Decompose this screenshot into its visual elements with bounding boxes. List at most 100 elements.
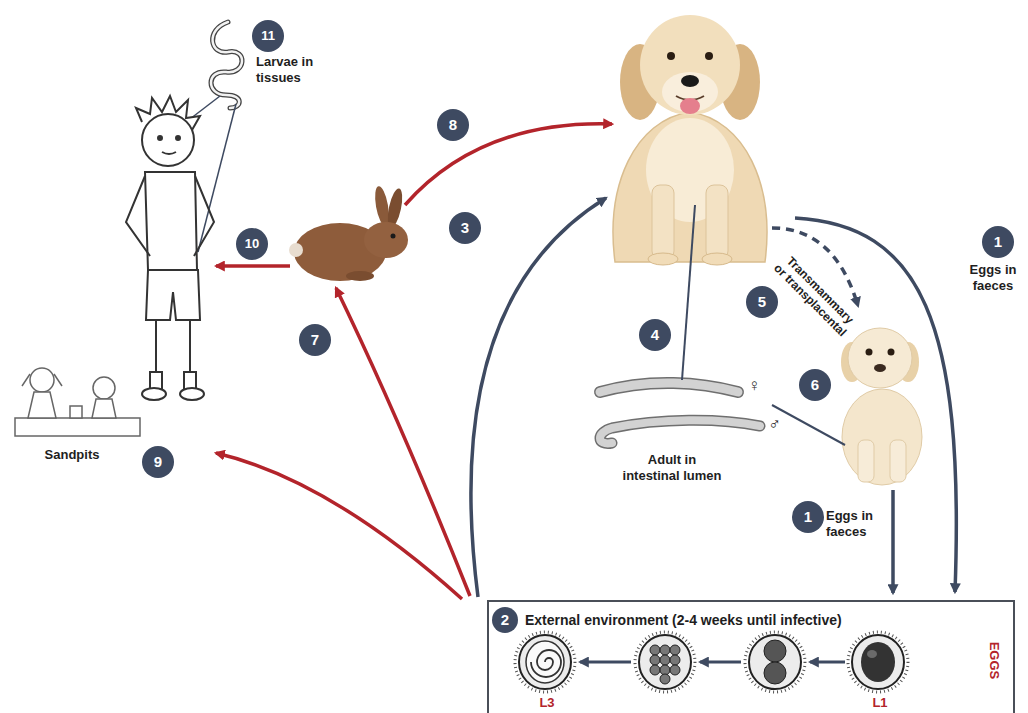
larva-coil <box>190 22 242 252</box>
callout-number: 7 <box>299 324 331 356</box>
egg-stages-part <box>745 632 805 692</box>
egg-stages-part <box>650 645 660 655</box>
egg-stages-part <box>670 655 680 665</box>
sex-symbol: ♀ <box>748 376 761 396</box>
egg-stages-part <box>639 635 691 689</box>
environment-box: 2External environment (2-4 weeks until i… <box>487 600 1015 713</box>
egg-stages-part <box>861 642 895 682</box>
caption-text: Sandpits <box>27 447 117 463</box>
larva-coil-part <box>190 96 220 119</box>
puppy-part <box>888 349 895 356</box>
child-figure <box>126 96 214 400</box>
larva-coil-part <box>211 22 242 108</box>
rabbit-part <box>391 234 396 239</box>
dog-cycle-arrows-part <box>795 218 956 592</box>
rabbit-part <box>289 243 303 257</box>
adult-worms-part <box>600 383 738 392</box>
callout-number: 10 <box>236 228 268 260</box>
adult-worms-part <box>600 420 760 443</box>
larva-coil-part <box>198 104 236 252</box>
adult-dog-part <box>652 185 674 259</box>
callout-number: 6 <box>799 369 831 401</box>
egg-stages-part <box>580 661 631 664</box>
child-figure-part <box>142 388 166 400</box>
callout-number: 3 <box>449 212 481 244</box>
egg-stages-part <box>670 665 680 675</box>
adult-dog-part <box>706 185 728 259</box>
caption-text: Eggs in faeces <box>826 508 890 539</box>
puppy-part <box>842 389 922 485</box>
callout-number: 1 <box>982 226 1014 258</box>
egg-stages-part <box>810 661 845 664</box>
callout-number: 9 <box>142 446 174 478</box>
larval-stage: L1 <box>872 696 887 711</box>
stage-tag: EGGS <box>987 641 1002 679</box>
child-figure-part <box>176 136 180 140</box>
adult-dog-part <box>640 15 740 115</box>
larva-coil-part <box>211 22 242 108</box>
caption-text: Larvae in tissues <box>256 54 328 85</box>
caption-text: Adult in intestinal lumen <box>620 452 724 483</box>
puppy <box>841 328 922 485</box>
egg-stages-part <box>670 645 680 655</box>
leader-lines-part <box>772 405 845 445</box>
egg-stages-part <box>635 632 695 692</box>
dog-cycle-arrows-part <box>891 490 895 593</box>
adult-dog-part <box>702 253 732 265</box>
adult-dog-part <box>667 52 675 60</box>
egg-stages-part <box>515 632 575 692</box>
egg-stages-part <box>764 640 786 662</box>
egg-stages-part <box>700 661 741 664</box>
egg-stages-part <box>531 650 561 677</box>
puppy-part <box>874 364 886 372</box>
rabbit-part <box>346 271 374 281</box>
egg-stages-part <box>650 665 660 675</box>
child-figure-part <box>126 176 150 256</box>
child-figure-part <box>180 388 204 400</box>
sandpit-kids-part <box>30 368 54 392</box>
adult-worms-part <box>600 383 738 392</box>
callout-number: 1 <box>792 501 824 533</box>
adult-dog-part <box>680 98 700 114</box>
egg-stages-part <box>764 662 786 684</box>
caption-text: Transmammary or transplacental <box>769 249 861 341</box>
egg-stages-part <box>519 635 571 689</box>
adult-dog <box>613 15 767 265</box>
sandpit-kids-part <box>22 374 62 386</box>
egg-stages-part <box>526 641 564 683</box>
human-infection-arrows-part <box>405 124 612 205</box>
sandpit-kids-part <box>70 406 82 418</box>
egg-stages-part <box>660 674 670 684</box>
adult-dog-part <box>705 52 713 60</box>
child-figure-part <box>142 114 194 166</box>
puppy-part <box>866 349 873 356</box>
sandpit-kids-part <box>92 399 116 418</box>
leader-lines-part <box>682 205 695 380</box>
sex-symbol: ♂ <box>768 414 781 434</box>
egg-stages-part <box>749 635 801 689</box>
rabbit-part <box>364 222 408 258</box>
callout-number: 11 <box>252 20 284 52</box>
dog-cycle-arrows-part <box>471 198 606 597</box>
human-infection-arrows-part <box>216 453 462 599</box>
child-figure-part <box>146 270 200 320</box>
child-figure-part <box>158 136 162 140</box>
dog-cycle-arrows <box>471 198 956 597</box>
box-heading: External environment (2-4 weeks until in… <box>525 612 842 628</box>
callout-number: 8 <box>437 109 469 141</box>
egg-stages-part <box>867 650 877 658</box>
caption-text: Eggs in faeces <box>961 262 1025 293</box>
rabbit <box>289 185 408 281</box>
leader-lines <box>682 205 845 445</box>
adult-worms-part <box>600 420 760 443</box>
puppy-part <box>848 328 912 388</box>
sandpit-kids-part <box>93 377 115 399</box>
adult-worms <box>600 383 760 443</box>
egg-stages-part <box>660 655 670 665</box>
human-infection-arrows-part <box>216 264 290 268</box>
egg-stages <box>515 632 908 692</box>
child-figure-part <box>145 172 197 270</box>
callout-number: 4 <box>639 319 671 351</box>
